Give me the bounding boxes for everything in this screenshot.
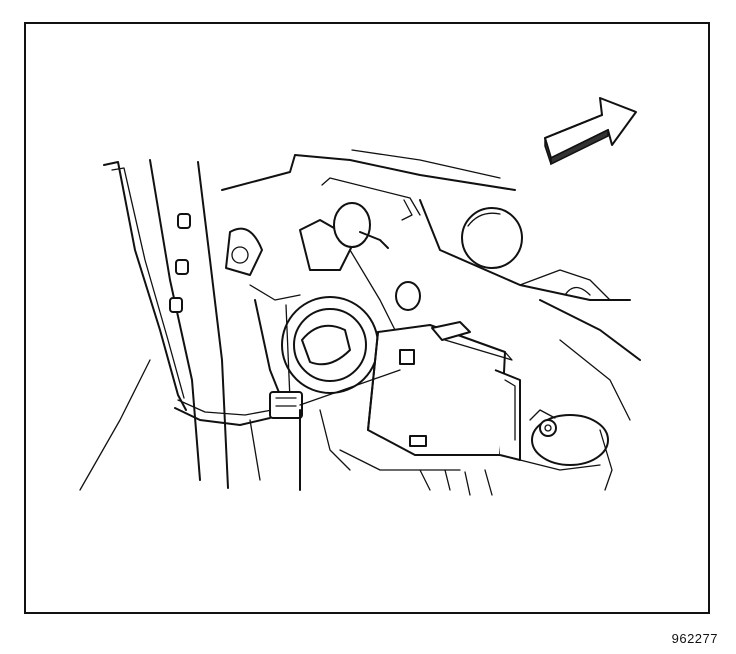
control-module xyxy=(299,321,521,461)
lower-structure xyxy=(249,409,601,496)
lamp-socket xyxy=(225,202,421,401)
pillar-and-harness xyxy=(79,159,273,491)
harness-connector xyxy=(269,391,303,419)
mounting-nut xyxy=(529,409,613,491)
body-panel xyxy=(221,149,641,421)
figure-code: 962277 xyxy=(671,631,718,646)
direction-arrow-icon xyxy=(544,97,637,166)
